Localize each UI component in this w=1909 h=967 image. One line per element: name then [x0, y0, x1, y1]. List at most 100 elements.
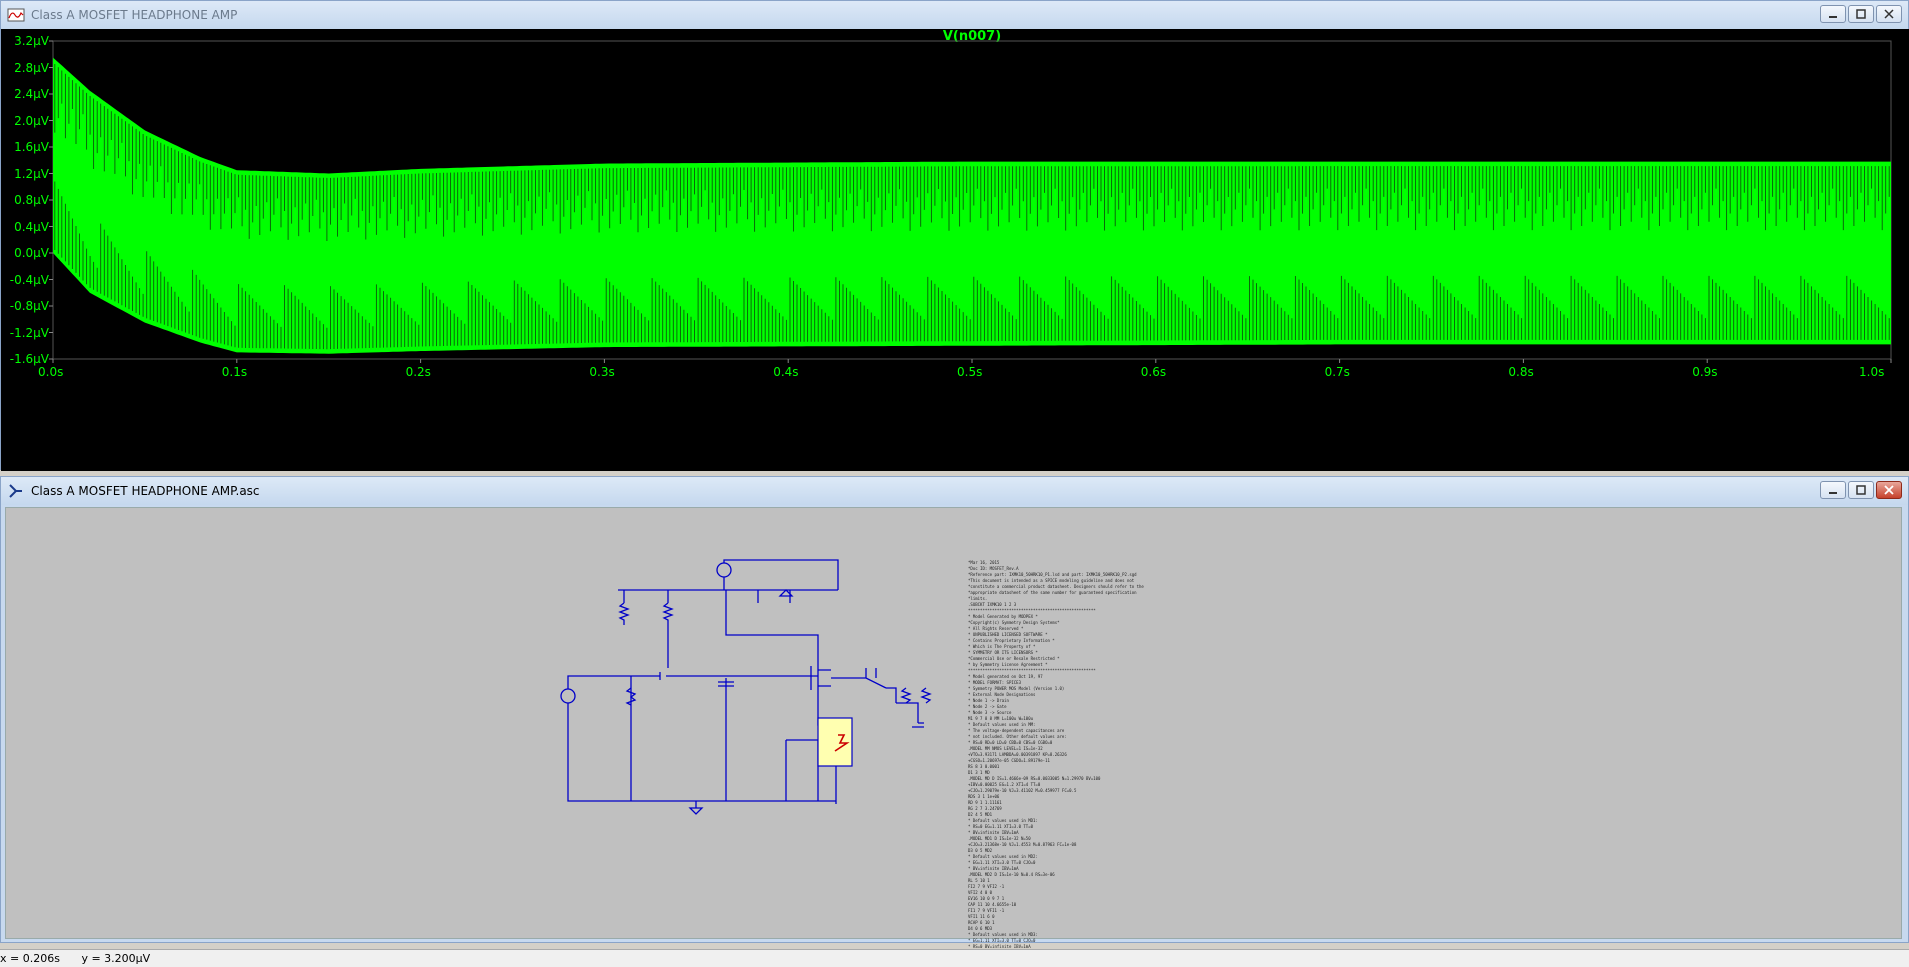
spice-line: +CJO=3.21368e-10 VJ=1.4553 M=0.87963 FC=…: [968, 842, 1077, 847]
spice-line: * Node 2 -> Gate: [968, 704, 1007, 709]
y-tick-label: -1.2µV: [9, 325, 49, 340]
y-tick-label: -1.6µV: [9, 352, 49, 366]
spice-line: +CJO=1.29079e-10 VJ=3.41102 M=0.459977 F…: [968, 788, 1077, 793]
spice-line: +CGSO=1.20697e-05 CGDO=1.89179e-11: [968, 758, 1050, 763]
spice-line: ****************************************…: [968, 608, 1096, 613]
spice-line: .MODEL MM NMOS LEVEL=1 IS=1e-32: [968, 746, 1043, 751]
spice-line: * Default values used in MD1:: [968, 818, 1038, 823]
spice-line: * External Node Designations: [968, 692, 1036, 697]
spice-line: RDS 3 1 1e+06: [968, 794, 1000, 799]
maximize-button[interactable]: [1848, 5, 1874, 23]
x-tick-label: 0.4s: [773, 365, 799, 379]
y-tick-label: 1.6µV: [14, 140, 49, 154]
spice-line: * BV=infinite IBV=1mA: [968, 866, 1019, 871]
x-tick-label: 0.2s: [405, 365, 431, 379]
schematic-app-icon: [9, 484, 22, 498]
spice-line: *Doc ID: MOSFET_Rev.A: [968, 566, 1019, 571]
spice-line: RL 5 10 1: [968, 878, 990, 883]
spice-line: * RS=0 RD=0 LD=0 CBD=0 CBS=0 CGBO=0: [968, 740, 1053, 745]
waveform-chart[interactable]: [1, 29, 1909, 471]
spice-line: FI2 7 9 VFI2 -1: [968, 884, 1005, 889]
spice-line: VFI2 4 0 0: [968, 890, 993, 895]
trace-label[interactable]: V(n007): [942, 29, 1002, 44]
circuit-schematic[interactable]: [6, 508, 1903, 940]
spice-line: * Symmetry POWER MOS Model (Version 1.0): [968, 686, 1065, 691]
spice-line: FI1 7 9 VFI1 -1: [968, 908, 1005, 913]
spice-line: *appropriate datasheet of the same numbe…: [968, 590, 1137, 595]
voltage-source-v1[interactable]: [560, 688, 576, 704]
y-tick-label: 3.2µV: [14, 34, 49, 48]
x-tick-label: 0.3s: [589, 365, 615, 379]
spice-line: D1 3 1 MD: [968, 770, 990, 775]
spice-line: D4 0 6 MD3: [968, 926, 993, 931]
close-icon: [1884, 485, 1894, 495]
y-tick-label: -0.8µV: [9, 299, 49, 313]
y-tick-label: 2.8µV: [14, 60, 49, 75]
minimize-button[interactable]: [1820, 481, 1846, 499]
linear-logo-icon: [834, 734, 850, 752]
schematic-titlebar[interactable]: Class A MOSFET HEADPHONE AMP.asc: [1, 477, 1908, 505]
close-icon: [1884, 9, 1894, 19]
waveform-window-title: Class A MOSFET HEADPHONE AMP: [31, 8, 238, 22]
spice-line: * Default values used in MM:: [968, 722, 1036, 727]
y-tick-label: 0.0µV: [14, 246, 49, 260]
spice-line: * RS=0 BV=infinite IBV=1mA: [968, 944, 1031, 949]
spice-line: *This document is intended as a SPICE mo…: [968, 578, 1135, 583]
y-tick-label: 2.4µV: [14, 87, 49, 101]
waveform-trace[interactable]: [53, 57, 1891, 354]
plot-pane[interactable]: V(n007) 3.2µV 2.8µV 2.4µV 2.0µV 1.6µV 1.2µV 0.…: [1, 29, 1909, 471]
waveform-oscillation: [54, 64, 1890, 350]
spice-line: *constitute a commercial product datashe…: [968, 584, 1144, 589]
spice-line: *Mar 16, 2015: [968, 560, 1000, 565]
y-tick-label: 0.8µV: [14, 193, 49, 207]
x-tick-label: 0.5s: [957, 365, 983, 379]
spice-line: * MODEL FORMAT: SPICE3: [968, 680, 1021, 685]
spice-line: M1 9 7 8 8 MM L=100u W=100u: [968, 716, 1034, 721]
spice-line: *Copyright(c) Symmetry Design Systems*: [968, 620, 1060, 625]
spice-line: * Which is The Property of *: [968, 644, 1036, 649]
schematic-canvas[interactable]: *Mar 16, 2015*Doc ID: MOSFET_Rev.A*Refer…: [5, 507, 1903, 955]
spice-line: .SUBCKT IXMK10 1 2 3: [968, 602, 1017, 607]
y-tick-label: 0.4µV: [14, 219, 49, 234]
maximize-icon: [1856, 485, 1866, 495]
spice-line: RCAP 6 10 1: [968, 920, 995, 925]
spice-line: +IBV=0.00025 EG=1.2 XTI=4 TT=0: [968, 782, 1041, 787]
y-tick-label: 2.0µV: [14, 113, 49, 128]
spice-line: D2 4 5 MD1: [968, 812, 993, 817]
spice-line: RG 2 7 3.24769: [968, 806, 1002, 811]
spice-line: * The voltage-dependent capacitances are: [968, 728, 1065, 733]
x-tick-label: 0.6s: [1140, 365, 1167, 379]
spice-line: *Commercial Use or Resale Restricted *: [968, 656, 1060, 661]
spice-line: *limits.: [968, 596, 988, 601]
x-tick-label: 0.8s: [1508, 365, 1534, 379]
minimize-icon: [1829, 492, 1837, 494]
spice-line: ****************************************…: [968, 668, 1096, 673]
spice-line: * not included. Other default values are…: [968, 734, 1067, 739]
waveform-window[interactable]: Class A MOSFET HEADPHONE AMP V(n007) 3.2…: [0, 0, 1909, 471]
schematic-window-title: Class A MOSFET HEADPHONE AMP.asc: [31, 484, 260, 498]
minimize-button[interactable]: [1820, 5, 1846, 23]
resistor-r-bias-1: [618, 590, 630, 625]
waveform-titlebar[interactable]: Class A MOSFET HEADPHONE AMP: [1, 1, 1908, 29]
schematic-window[interactable]: Class A MOSFET HEADPHONE AMP.asc: [0, 476, 1909, 955]
close-button[interactable]: [1876, 5, 1902, 23]
spice-line: RD 9 1 1.11161: [968, 800, 1002, 805]
ic-symbol[interactable]: [817, 717, 853, 767]
y-cursor-readout: y = 3.200µV: [81, 952, 151, 965]
spice-line: D3 0 5 MD2: [968, 848, 993, 853]
status-bar: x = 0.206s y = 3.200µV: [0, 949, 1909, 967]
spice-line: CAP 11 10 4.6655e-10: [968, 902, 1017, 907]
maximize-button[interactable]: [1848, 481, 1874, 499]
y-tick-label: 1.2µV: [14, 166, 49, 181]
spice-line: * Contains Proprietary Information *: [968, 638, 1055, 643]
spice-line: VFI1 11 6 0: [968, 914, 995, 919]
spice-line: * UNPUBLISHED LICENSED SOFTWARE *: [968, 632, 1048, 637]
y-tick-label: -0.4µV: [9, 272, 49, 287]
spice-line: * by Symmetry License Agreement *: [968, 662, 1048, 667]
x-tick-label: 1.0s: [1859, 365, 1885, 379]
spice-line: * All Rights Reserved *: [968, 626, 1024, 631]
voltage-source-v2[interactable]: [716, 562, 732, 578]
close-button[interactable]: [1876, 481, 1902, 499]
spice-line: * Default values used in MD2:: [968, 854, 1038, 859]
spice-line: .MODEL MD1 D IS=1e-32 N=50: [968, 836, 1031, 841]
